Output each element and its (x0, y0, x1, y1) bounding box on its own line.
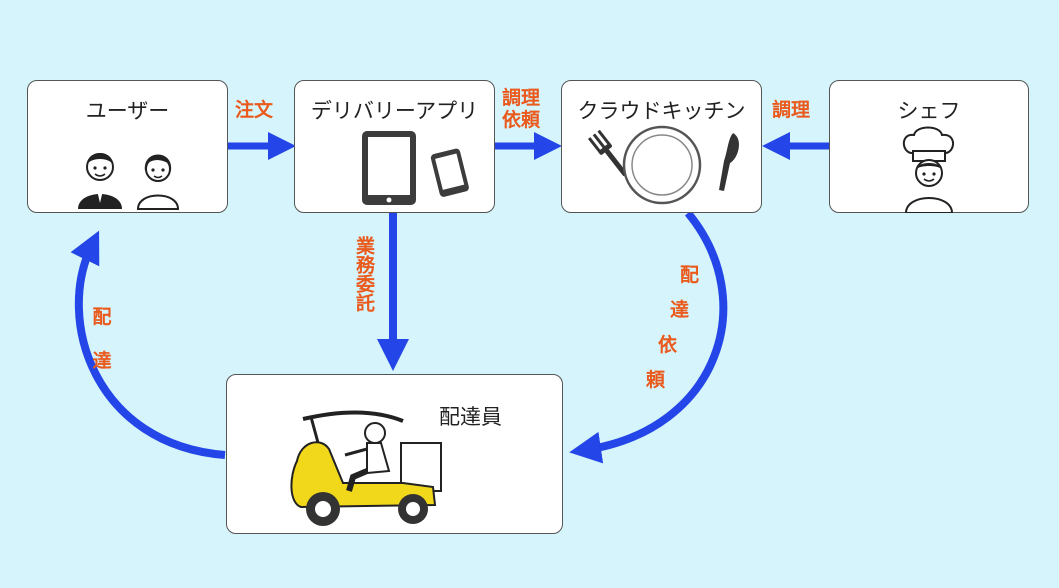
users-icon (78, 153, 180, 210)
arrow-deliver-request (569, 210, 728, 464)
label-deliver-request-char: 配 (680, 264, 700, 286)
label-cook: 調理 (772, 99, 811, 121)
arrow-deliver (70, 230, 226, 459)
label-outsource-text: 業務委託 (353, 236, 375, 312)
node-kitchen-label: クラウドキッチン (577, 99, 746, 123)
label-outsource: 業務委託 (350, 236, 375, 312)
tablet-phone-icon (362, 131, 469, 205)
label-deliver-request: 配達依頼 (646, 258, 744, 399)
chef-icon (902, 126, 954, 213)
node-courier: 配達員 (226, 374, 563, 534)
label-order: 注文 (235, 99, 274, 121)
label-deliver: 配 達 (92, 306, 112, 372)
node-app: デリバリーアプリ (294, 80, 495, 213)
node-kitchen: クラウドキッチン (561, 80, 762, 213)
node-chef-label: シェフ (897, 99, 961, 123)
node-app-label: デリバリーアプリ (310, 99, 479, 123)
label-deliver-request-char: 頼 (646, 369, 666, 392)
plate-cutlery-icon (588, 125, 740, 205)
node-user: ユーザー (27, 80, 228, 213)
node-courier-label: 配達員 (439, 405, 502, 429)
label-deliver-request-char: 依 (658, 334, 678, 357)
label-deliver-request-char: 達 (670, 299, 690, 322)
node-chef: シェフ (829, 80, 1029, 213)
delivery-scooter-icon (290, 410, 442, 526)
label-cook-request: 調理 依頼 (502, 87, 541, 131)
node-user-label: ユーザー (85, 99, 170, 123)
